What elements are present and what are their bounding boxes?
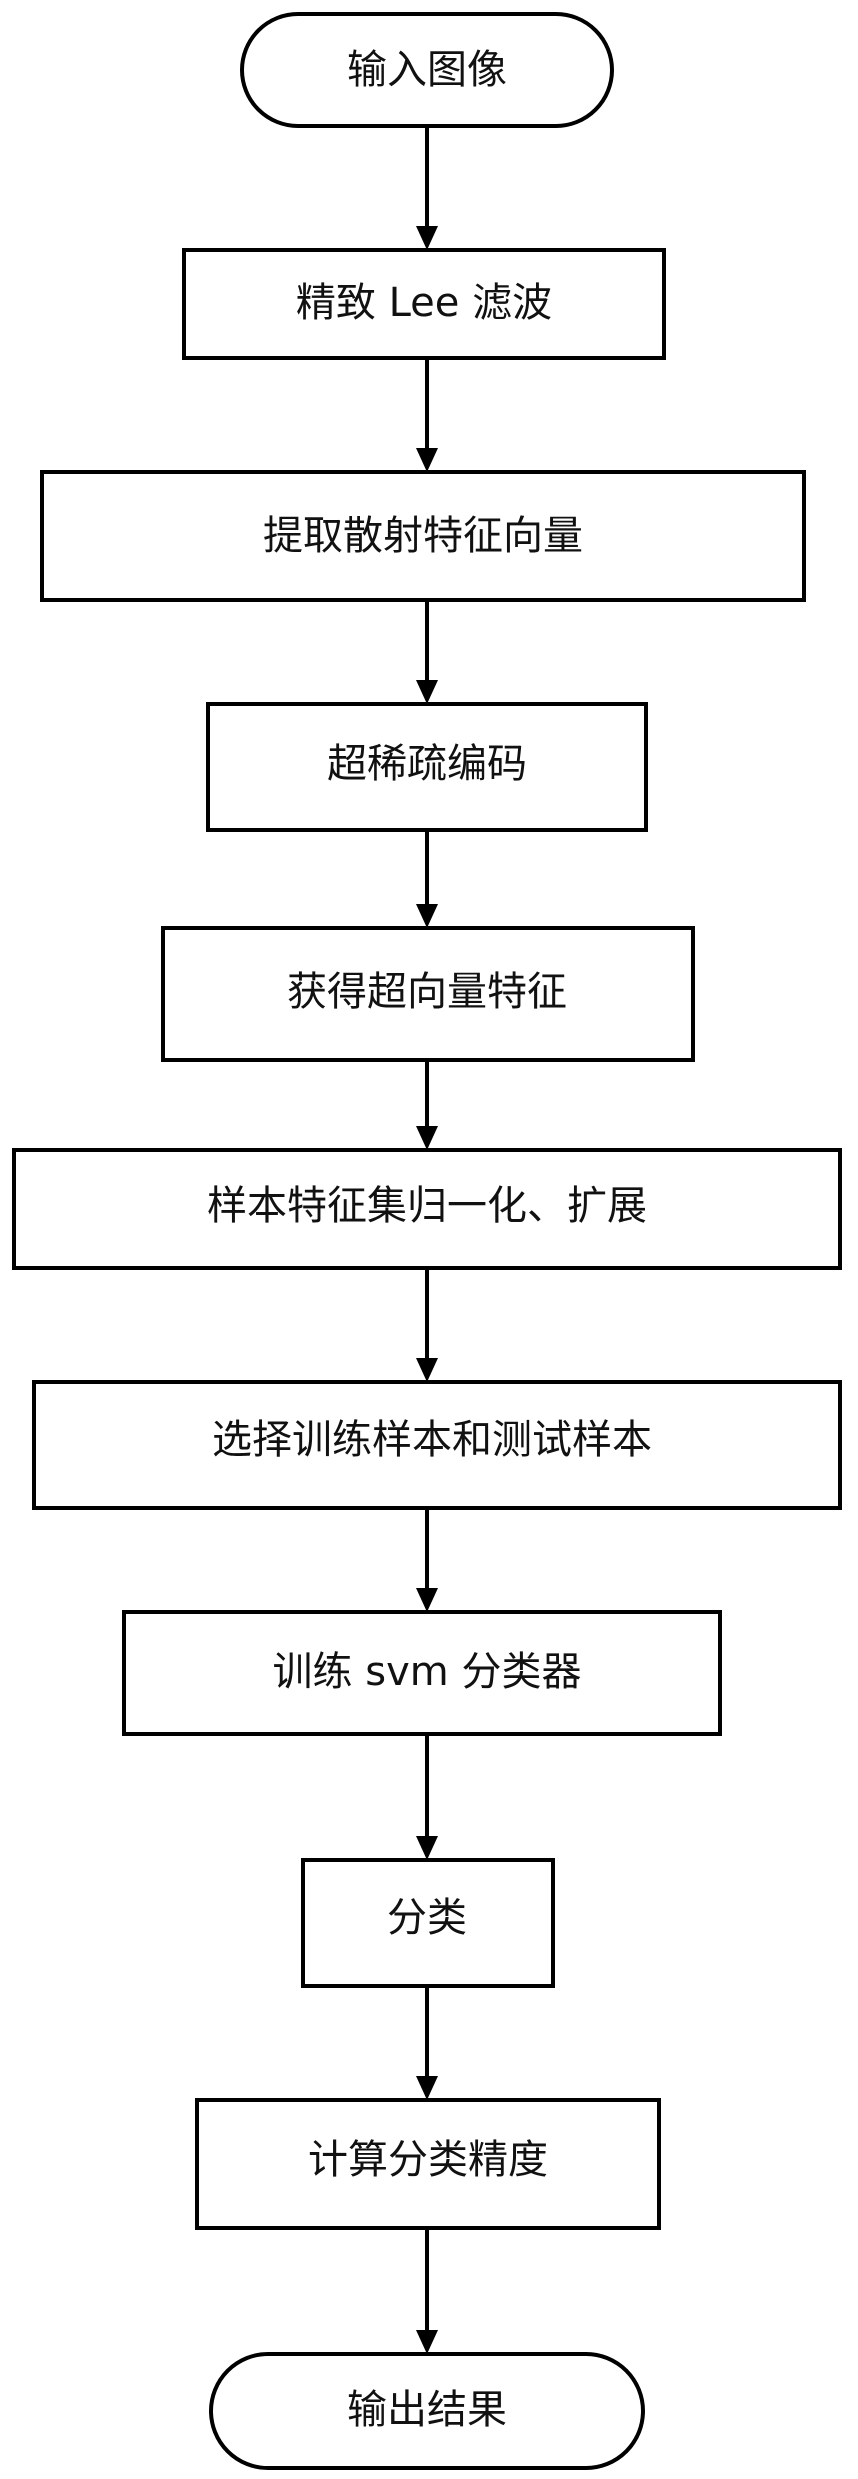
step-6-box: 选择训练样本和测试样本: [32, 1380, 842, 1510]
arrow-step-6-to-step-7: [416, 1508, 438, 1612]
arrow-step-2-to-step-3: [416, 600, 438, 704]
step-6-label: 选择训练样本和测试样本: [212, 1417, 652, 1463]
step-5-label: 样本特征集归一化、扩展: [207, 1183, 647, 1229]
arrow-start-to-step-1: [416, 126, 438, 250]
step-1-label: 精致 Lee 滤波: [296, 280, 552, 326]
step-5-box: 样本特征集归一化、扩展: [12, 1148, 842, 1270]
end-terminator: 输出结果: [209, 2352, 645, 2470]
step-9-label: 计算分类精度: [308, 2137, 548, 2183]
step-1-box: 精致 Lee 滤波: [182, 248, 666, 360]
step-3-box: 超稀疏编码: [206, 702, 648, 832]
step-7-label: 训练 svm 分类器: [273, 1649, 582, 1695]
step-2-label: 提取散射特征向量: [263, 513, 583, 559]
step-4-box: 获得超向量特征: [161, 926, 695, 1062]
step-4-label: 获得超向量特征: [287, 969, 567, 1015]
step-3-label: 超稀疏编码: [327, 741, 527, 787]
step-9-box: 计算分类精度: [195, 2098, 661, 2230]
step-8-label: 分类: [387, 1895, 467, 1941]
arrow-step-4-to-step-5: [416, 1060, 438, 1150]
end-label: 输出结果: [347, 2387, 507, 2433]
arrow-step-1-to-step-2: [416, 358, 438, 472]
step-8-box: 分类: [301, 1858, 555, 1988]
arrow-step-5-to-step-6: [416, 1268, 438, 1382]
arrow-step-3-to-step-4: [416, 830, 438, 928]
step-7-box: 训练 svm 分类器: [122, 1610, 722, 1736]
start-label: 输入图像: [347, 47, 507, 93]
arrow-step-7-to-step-8: [416, 1734, 438, 1860]
arrow-step-9-to-end: [416, 2228, 438, 2354]
step-2-box: 提取散射特征向量: [40, 470, 806, 602]
arrow-step-8-to-step-9: [416, 1986, 438, 2100]
start-terminator: 输入图像: [240, 12, 614, 128]
